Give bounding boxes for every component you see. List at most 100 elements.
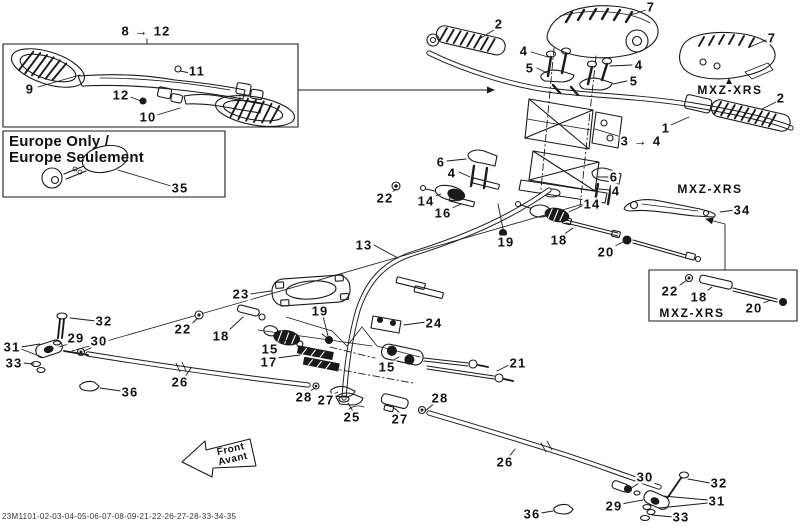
callout-32: 32 [709,475,729,491]
callout-8-12: 8 → 12 [120,23,172,39]
callout-22: 22 [375,190,395,206]
bracket-6-right [591,167,622,185]
callout-36: 36 [120,384,140,400]
callout-36: 36 [522,506,542,522]
callout-14: 14 [416,193,436,209]
callout-20: 20 [596,244,616,260]
handguard-left [10,48,264,101]
callout-4: 4 [446,165,458,181]
callout-27: 27 [390,411,410,427]
handlebar-pad-mxz [679,31,776,84]
callout-14: 14 [582,196,602,212]
callout-27: 27 [316,392,336,408]
bearing-flange-23 [271,274,351,307]
front-direction-arrow [181,438,257,478]
mxz-xrs-inset-box [648,269,798,322]
callout-4: 4 [610,183,622,199]
right-spindle-cluster [553,471,690,522]
drag-link-left [85,351,311,388]
handguard-inset-box [2,43,299,128]
callout-20: 20 [744,300,764,316]
drag-link-right [426,410,662,490]
variant-label-mxz-xrs: MXZ-XRS [658,306,726,320]
callout-18: 18 [689,289,709,305]
callout-5: 5 [524,60,536,76]
callout-22: 22 [660,283,680,299]
callout-21: 21 [508,355,528,371]
callout-2: 2 [775,90,787,106]
callout-29: 29 [66,330,86,346]
mirror-europe [41,144,129,189]
riser-assembly [467,47,623,207]
callout-28: 28 [430,390,450,406]
callout-35: 35 [170,180,190,196]
steering-arm-34 [623,199,716,218]
europe-line2: Europe Seulement [9,149,144,166]
callout-25: 25 [342,409,362,425]
callout-15: 15 [377,359,397,375]
callout-26: 26 [170,374,190,390]
callout-11: 11 [187,63,207,79]
callout-7: 7 [766,30,778,46]
callout-19: 19 [496,234,516,250]
left-spindle-cluster [30,304,266,392]
variant-label-mxz-xrs: MXZ-XRS [696,83,764,97]
handlebar [426,50,794,131]
callout-30: 30 [635,469,655,485]
callout-32: 32 [94,313,114,329]
callout-6: 6 [608,169,620,185]
grip-left [435,25,506,56]
callout-13: 13 [354,237,374,253]
callout-7: 7 [645,0,657,15]
callout-33: 33 [671,509,691,525]
handguard-right [139,65,296,127]
grip-left-end [426,33,440,47]
callout-18: 18 [211,328,231,344]
callout-33: 33 [4,355,24,371]
bracket-6-left [467,149,498,167]
europe-only-label: Europe Only / Europe Seulement [9,134,144,166]
callout-31: 31 [2,339,22,355]
callout-26: 26 [495,454,515,470]
callout-15: 15 [260,341,280,357]
callout-17: 17 [259,354,279,370]
callout-34: 34 [732,202,752,218]
callout-5: 5 [628,73,640,89]
mxz-pad-pointer [726,78,732,84]
callout-29: 29 [604,498,624,514]
variant-label-mxz-xrs: MXZ-XRS [676,182,744,196]
document-code: 23M1101-02-03-04-05-06-07-08-09-21-22-26… [2,512,237,521]
callout-19: 19 [310,303,330,319]
clamp-36-left [79,380,100,392]
callout-31: 31 [707,493,727,509]
callout-23: 23 [231,286,251,302]
mxz-box-arrow [705,217,726,271]
callout-22: 22 [173,321,193,337]
steering-column [338,187,552,403]
clamp-36-right [553,503,574,515]
callout-4: 4 [518,43,530,59]
callout-3-4: 3 → 4 [619,133,663,149]
callout-9: 9 [24,81,36,97]
clamp-15-right [380,343,424,366]
callout-12: 12 [111,87,131,103]
callout-24: 24 [424,315,444,331]
callout-1: 1 [660,120,672,136]
europe-inset-box [2,130,226,198]
upper-tierod-parts [391,177,702,299]
callout-10: 10 [138,109,158,125]
callout-6: 6 [435,154,447,170]
clamp-15-left [263,325,304,348]
callout-30: 30 [89,333,109,349]
callout-16: 16 [433,205,453,221]
grip-right [683,94,791,132]
callout-28: 28 [294,389,314,405]
europe-line1: Europe Only / [9,133,110,150]
handguard-screw [174,65,182,73]
callout-2: 2 [493,16,505,32]
handlebar-pad-top [546,5,659,59]
callout-4: 4 [633,57,645,73]
center-cluster [257,315,514,415]
